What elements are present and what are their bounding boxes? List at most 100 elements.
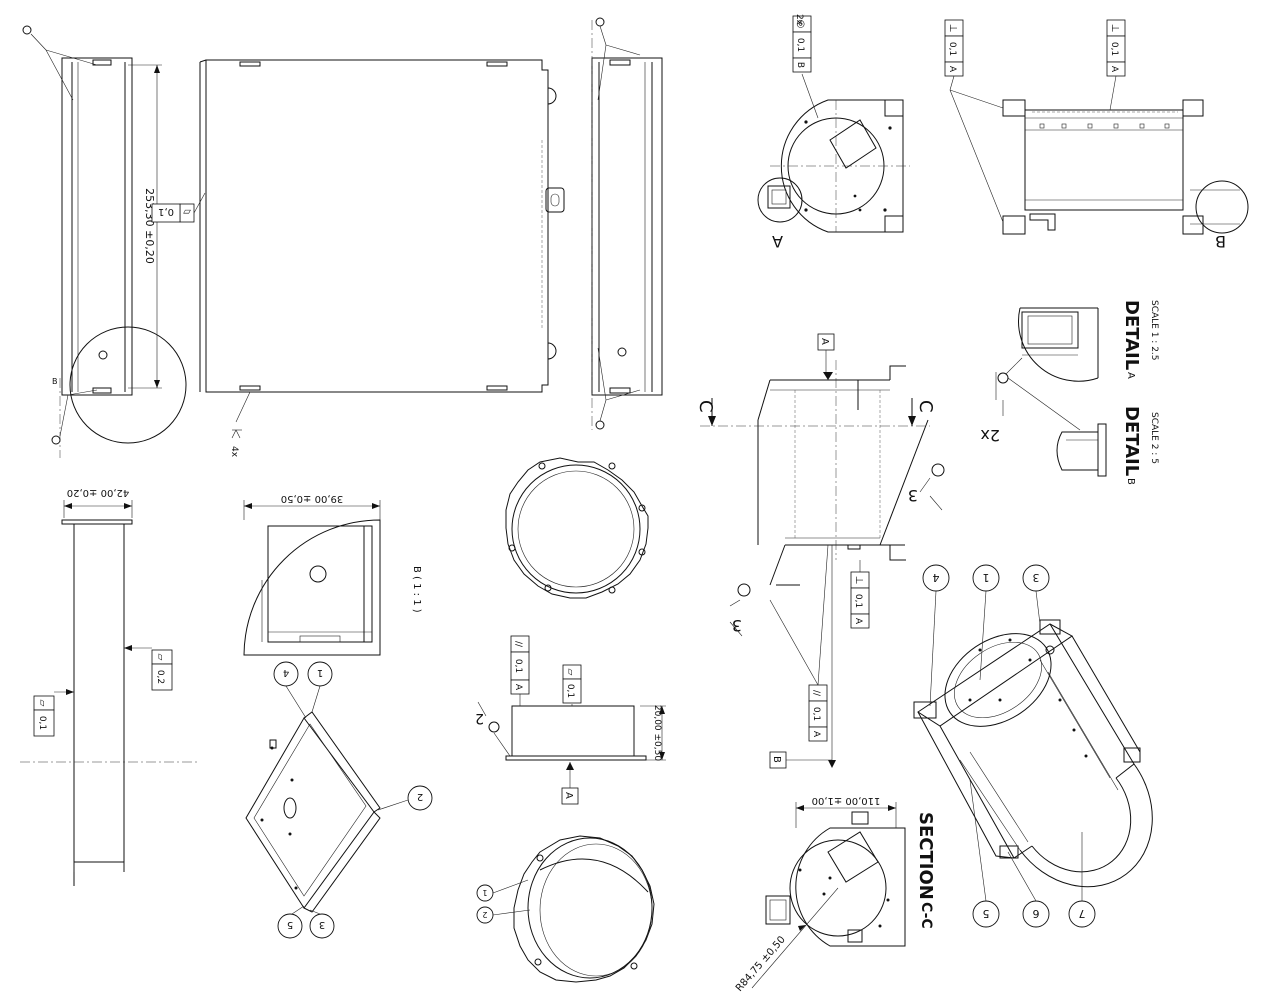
detail-b-callout-circle [69,326,187,444]
detail-b-callout-circle-top [1195,180,1249,234]
svg-text:0,1: 0,1 [565,684,575,698]
svg-text:⏥: ⏥ [37,700,47,707]
svg-text:0,1: 0,1 [37,716,47,730]
svg-text:A: A [563,792,574,799]
balloon-sub-1: 1 [317,667,323,678]
svg-text:A: A [513,684,523,691]
view-scale-label: B ( 1 : 1 ) [411,566,422,613]
perp-frame-top-right: ⊥ 0,1 A [1106,19,1126,77]
perp-frame-top-left: ⊥ 0,1 A [944,19,964,77]
balloon-iso-7: 7 [1079,907,1086,920]
left-height-dimension: 253,30 ±0,20 [143,188,156,264]
svg-text:0,1: 0,1 [1109,42,1119,56]
flange-side-view: 20,00 ±0,50 ⏥ 0,1 // 0,1 A A 2 [475,635,666,805]
svg-text:0,1: 0,1 [811,707,821,721]
datum-b-mid: B [769,545,836,769]
balloon-iso-1: 1 [983,571,990,584]
flatness-frame-strip-b: ⏥ 0,2 [151,649,173,691]
detail-a-callout-circle [757,177,803,223]
svg-text:⏥: ⏥ [565,669,575,676]
balloon-sub-4: 4 [283,667,289,678]
balloon-sub-5: 5 [287,919,293,930]
svg-text:0,1: 0,1 [513,659,523,673]
weld-2x-top: 2x [794,14,804,26]
subassembly-iso: 4 1 2 5 3 [245,661,433,939]
section-title: SECTION [915,812,936,900]
flatness-frame-left: ⏥ 0,1 [151,203,195,223]
svg-text:B: B [771,756,782,763]
parallel-frame-mid: // 0,1 A [808,684,828,742]
balloon-iso-4: 4 [933,571,940,584]
position-frame: ◎ 0,1 B [792,15,812,73]
detail-b-letter: B [1215,232,1226,251]
svg-text:0,1: 0,1 [853,594,863,608]
right-side-view [591,17,663,430]
detail-a-scale: SCALE 1 : 2.5 [1149,300,1159,361]
svg-text:⊥: ⊥ [853,576,864,585]
svg-text:A: A [947,66,957,73]
section-side-view: C C A 3 3 ⊥ 0,1 A // [695,333,945,769]
svg-text:◎: ◎ [795,20,806,29]
section-c-c-view: 110,00 ±1,00 R84,75 ±0,50 SECTION C-C [734,795,936,994]
svg-text:A: A [819,338,830,345]
svg-text:0,2: 0,2 [155,670,165,684]
svg-text:A: A [1109,66,1119,73]
end-view-top: A ◎ 0,1 B 2x [757,14,910,251]
section-width-dimension: 110,00 ±1,00 [812,795,881,806]
svg-text:⊥: ⊥ [947,24,958,33]
balloon-iso-3: 3 [1033,571,1040,584]
b-small-label: B [52,377,58,386]
detail-a-suffix: A [1125,372,1136,379]
balloon-ring-1: 1 [482,888,487,897]
front-panel-view: 4x [199,59,565,458]
balloon-sub-2: 2 [417,791,423,802]
svg-text:0,1: 0,1 [795,38,805,52]
weld-4x-label: 4x [229,446,239,458]
detail-b-view: DETAIL B SCALE 2 : 5 [1056,406,1159,485]
balloon-ring-2: 2 [482,910,487,919]
quarter-width-dimension: 39,00 ±0,50 [281,493,343,504]
bottom-width-dimension: 42,00 ±0,20 [67,487,129,498]
flange-ring-bottom: 1 2 [476,835,655,983]
svg-text://: // [811,690,821,697]
flatness-frame-flange: ⏥ 0,1 [562,664,582,704]
balloon-iso-5: 5 [983,907,990,920]
detail-a-view: 2x DETAIL A SCALE 1 : 2.5 [980,300,1159,445]
flange-height-dimension: 20,00 ±0,50 [652,705,662,761]
detail-a-title: DETAIL [1121,300,1142,370]
datum-a-flange: A [561,762,579,805]
detail-b-scale: SCALE 2 : 5 [1149,412,1159,464]
flange-ring-top [505,457,649,599]
flatness-frame-strip-a: ⏥ 0,1 [33,695,55,737]
weld-2x-detail: 2x [980,426,1000,445]
svg-text:0,1: 0,1 [947,42,957,56]
svg-text:A: A [853,618,863,625]
balloon-sub-3: 3 [319,919,325,930]
top-view: B ⊥ 0,1 A ⊥ 0,1 A [944,19,1249,251]
main-iso-assembly: 4 1 3 5 6 7 [913,564,1153,928]
weld-3-left: 3 [732,616,742,635]
bottom-strip-view: 42,00 ±0,20 ⏥ 0,1 ⏥ 0,2 [20,487,200,886]
perp-frame-mid: ⊥ 0,1 A [850,571,870,629]
datum-a-top: A [817,333,835,372]
parallel-frame-flange: // 0,1 A [510,635,530,695]
section-c-right: C [915,400,936,413]
svg-text:0,1: 0,1 [158,206,174,217]
svg-text:⊥: ⊥ [1109,24,1120,33]
svg-text:⏥: ⏥ [155,654,165,661]
svg-text:A: A [811,731,821,738]
balloon-iso-6: 6 [1033,907,1040,920]
weld-3-right: 3 [908,486,918,505]
weld-2-flange: 2 [475,710,484,726]
detail-b-title: DETAIL [1121,406,1142,476]
section-suffix: C-C [918,902,934,929]
svg-text:⏥: ⏥ [183,206,191,217]
section-radius-dimension: R84,75 ±0,50 [734,934,788,994]
svg-text:B: B [795,62,805,68]
detail-a-letter: A [772,232,783,251]
left-side-view: B 253,30 ±0,20 ⏥ 0,1 [22,25,206,458]
detail-b-suffix: B [1125,478,1136,485]
svg-text://: // [513,641,523,648]
quarter-view: 39,00 ±0,50 B ( 1 : 1 ) [243,493,422,656]
